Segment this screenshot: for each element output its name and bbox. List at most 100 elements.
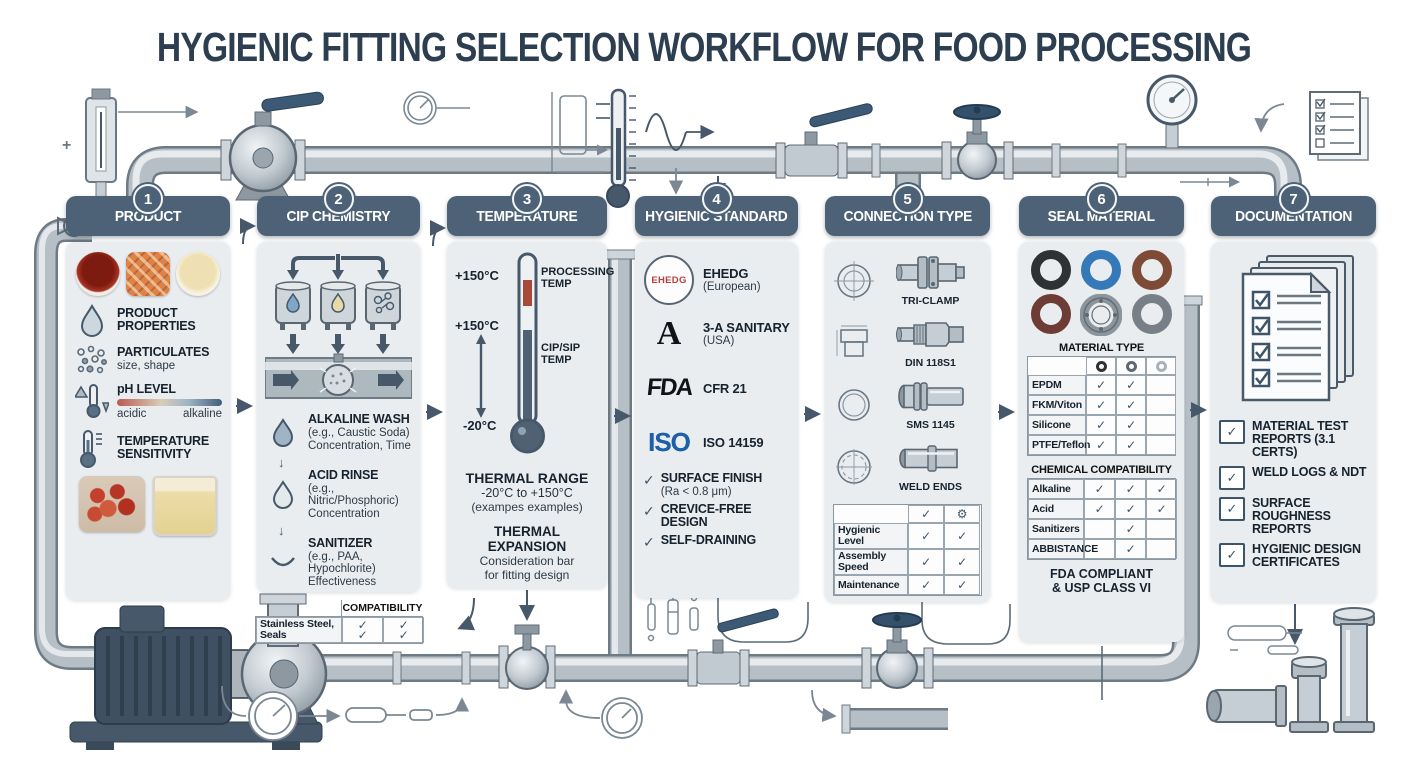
- table-row-label: Assembly Speed: [834, 549, 908, 575]
- compatibility-row-label: Stainless Steel, Seals: [256, 617, 342, 643]
- doc-item-label: MATERIAL TEST REPORTS (3.1 CERTS): [1252, 419, 1349, 459]
- ring-column-header: [1146, 357, 1176, 375]
- step-6-title: SEAL MATERIAL: [1019, 196, 1184, 236]
- particles-icon: [74, 344, 110, 374]
- step-2-badge: 2: [323, 184, 354, 214]
- globe-valve-bottom: [861, 612, 934, 689]
- down-arrow-icon: ↓: [278, 455, 285, 470]
- check-label: SELF-DRAINING: [660, 533, 757, 547]
- table-cell: ✓: [1086, 375, 1116, 395]
- thermal-range-note: (exampes examples): [471, 500, 583, 514]
- brown-oring: [1131, 250, 1172, 290]
- ball-valve-top: [775, 103, 873, 179]
- material-type-table: EPDM ✓ ✓ FKM/Viton ✓ ✓ Silicone ✓ ✓ PTFE…: [1027, 356, 1176, 456]
- standard-label: EHEDG: [703, 266, 749, 281]
- stage-sub: Concentration, Time: [308, 440, 411, 452]
- thermal-expansion-sub: for fitting design: [484, 568, 570, 582]
- standards-panel: EHEDG EHEDG (European) A 3-A SANITARY (U…: [635, 242, 798, 598]
- stage-sub: (e.g., Caustic Soda): [308, 427, 410, 439]
- standard-ehedg: EHEDG EHEDG (European): [643, 255, 790, 305]
- dish-icon: [265, 554, 301, 572]
- material-row-label: PTFE/Teflon: [1028, 435, 1090, 455]
- thermal-range-title: THERMAL RANGE: [465, 470, 589, 486]
- butterfly-valve: [220, 91, 324, 201]
- table-cell: ✓: [944, 549, 980, 575]
- fitting-label: TRI-CLAMP: [901, 295, 960, 307]
- check-icon: ✓: [1094, 482, 1105, 496]
- table-cell: [1146, 435, 1176, 455]
- cip-sip-temp-label: CIP/SIP TEMP: [541, 342, 580, 366]
- thermometer-icon: [74, 428, 110, 468]
- document-sketch: [1180, 91, 1369, 188]
- check-icon: ✓: [1125, 482, 1136, 496]
- table-cell: [1146, 519, 1177, 539]
- checkbox-icon: ✓: [1219, 466, 1245, 490]
- documentation-panel: ✓ MATERIAL TEST REPORTS (3.1 CERTS) ✓ WE…: [1211, 242, 1376, 602]
- step-5-title-label: CONNECTION TYPE: [843, 207, 972, 225]
- pipes: [34, 143, 1302, 734]
- check-icon: ✓: [921, 555, 931, 569]
- pressure-gauge-top: [1146, 74, 1198, 149]
- step-3-badge: 3: [512, 184, 542, 214]
- table-cell: ✓: [1115, 519, 1146, 539]
- check-icon: ✓: [398, 618, 409, 632]
- table-row-label: Maintenance: [834, 575, 908, 595]
- gauge-sketch-bottom-left: [221, 685, 470, 741]
- table-cell: ✓: [1116, 375, 1146, 395]
- flange-gasket: [1080, 294, 1123, 336]
- fitting-sms: SMS 1145: [833, 374, 982, 436]
- check-column-header: ✓: [908, 505, 944, 523]
- fitting-din: DIN 118S1: [833, 312, 982, 374]
- gate-valve-bottom: [498, 624, 556, 690]
- fda-compliance-line2: & USP CLASS VI: [1051, 581, 1152, 595]
- step-7-badge: 7: [1278, 184, 1309, 214]
- table-cell: ✓: [908, 549, 944, 575]
- fda-compliance-note: FDA COMPLIANT & USP CLASS VI: [1027, 567, 1176, 595]
- weld-end-fitting: [898, 445, 958, 472]
- gray-oring: [1131, 294, 1172, 334]
- stage-acid-rinse: ACID RINSE (e.g., Nitric/Phosphoric) Con…: [265, 469, 412, 520]
- ph-icon: [74, 381, 110, 421]
- compatibility-cell: ✓✓: [383, 617, 424, 643]
- check-icon: ✓: [1126, 398, 1136, 412]
- stage-sub: Effectiveness: [308, 576, 377, 588]
- technical-drawing-icon: [838, 389, 870, 421]
- check-self-draining: ✓ SELF-DRAINING: [643, 534, 790, 551]
- temp-tick-top: +150°C: [455, 268, 499, 283]
- technical-drawing-icon: [834, 261, 874, 301]
- step-6-title-label: SEAL MATERIAL: [1047, 207, 1156, 225]
- table-cell: [1084, 519, 1115, 539]
- fittings-illustration: [1206, 607, 1375, 733]
- chem-row-label: Alkaline: [1028, 479, 1084, 499]
- droplet-icon: [265, 417, 301, 448]
- iso-logo: ISO: [648, 426, 691, 457]
- feature-label: pH LEVEL: [117, 381, 176, 396]
- cip-tanks-graphic: [264, 254, 413, 399]
- feature-sub: size, shape: [117, 360, 176, 372]
- check-icon: ✓: [1126, 378, 1136, 392]
- feature-product-properties: PRODUCT PROPERTIES: [74, 303, 222, 337]
- check-icon: ✓: [1156, 502, 1167, 516]
- check-label: SURFACE FINISH: [660, 471, 763, 485]
- standard-label: 3-A SANITARY: [703, 320, 790, 335]
- table-cell: [1084, 539, 1115, 559]
- standard-fda: FDA CFR 21: [643, 364, 790, 412]
- connection-panel: TRI-CLAMP DIN: [825, 242, 990, 602]
- compatibility-header: COMPATIBILITY: [341, 600, 423, 616]
- thermometer-graphic: +150°C PROCESSING TEMP +150°C CIP/SIP TE…: [455, 250, 614, 460]
- stage-label: ACID RINSE: [308, 468, 379, 482]
- oil-image: [176, 252, 220, 296]
- check-icon: ✓: [1126, 418, 1136, 432]
- stage-label: SANITIZER: [308, 536, 373, 550]
- table-cell: ✓: [1084, 479, 1115, 499]
- oring-icon: [1095, 360, 1107, 372]
- juice-image: [153, 476, 217, 536]
- connection-comparison-table: ✓ ⚙ Hygienic Level ✓ ✓ Assembly Speed ✓ …: [833, 504, 982, 596]
- table-cell: ✓: [908, 523, 944, 549]
- chem-row-label: Acid: [1028, 499, 1084, 519]
- check-icon: ✓: [957, 555, 967, 569]
- table-cell: ✓: [944, 575, 980, 595]
- step-6-badge: 6: [1086, 184, 1117, 214]
- seal-panel: MATERIAL TYPE EPDM ✓ ✓ FKM/Viton ✓ ✓ Sil…: [1019, 242, 1184, 642]
- technical-drawing-icon: [836, 449, 872, 485]
